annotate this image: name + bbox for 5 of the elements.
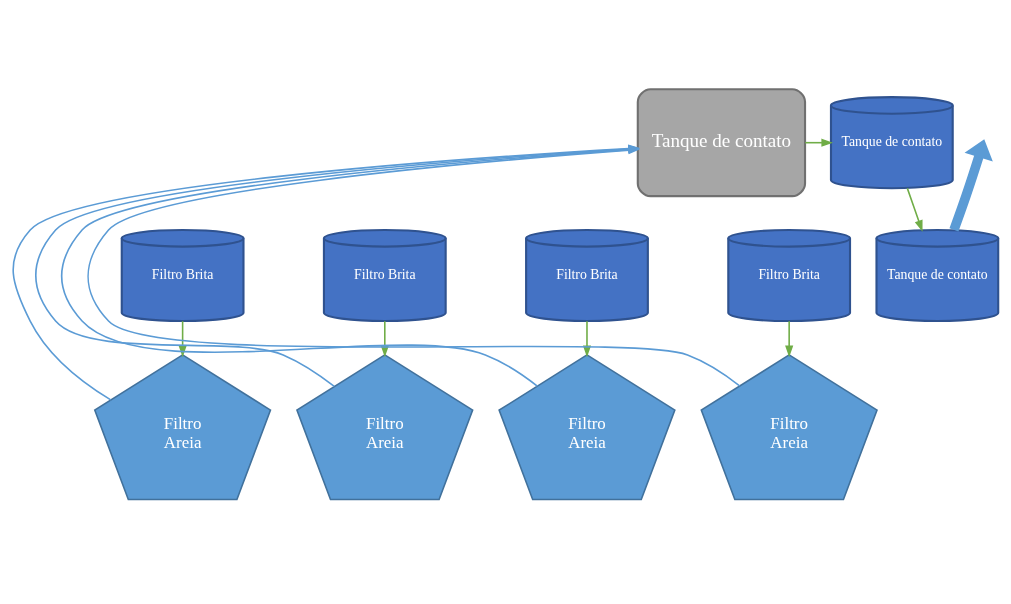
arrow [785, 320, 794, 358]
arrow [906, 187, 923, 232]
arrow [949, 139, 993, 232]
node-box: Tanque de contato [636, 88, 807, 198]
arrow [178, 320, 187, 358]
